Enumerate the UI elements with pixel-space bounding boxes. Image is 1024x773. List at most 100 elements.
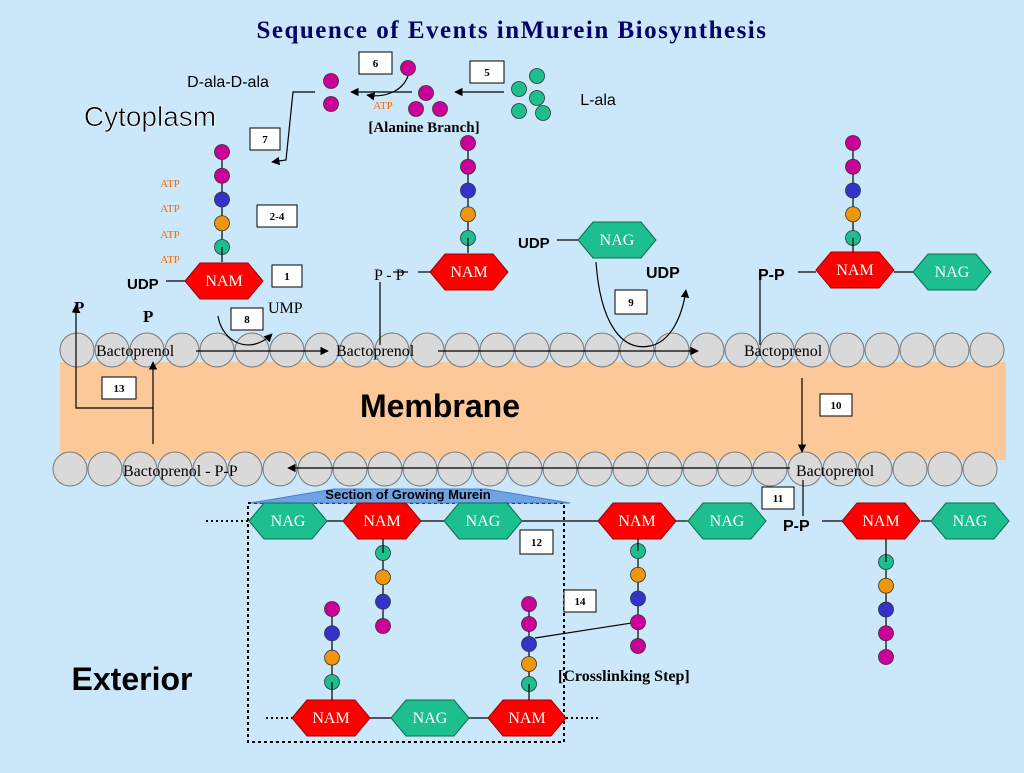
membrane-bead (934, 332, 970, 368)
membrane-bead (619, 332, 655, 368)
magenta-amino-acid (408, 101, 424, 117)
nag-hexagon (577, 221, 657, 259)
magenta-amino-acid (324, 601, 340, 617)
membrane-bead (759, 332, 795, 368)
step-box (469, 60, 505, 84)
membrane-bead (367, 451, 403, 487)
nam-label: NAM (862, 513, 899, 530)
step-number: 1 (284, 271, 290, 283)
teal-amino-acid (529, 68, 545, 84)
step-number: 14 (575, 596, 587, 608)
nam-label: NAM (618, 513, 655, 530)
membrane-bead (157, 451, 193, 487)
magenta-amino-acid (418, 85, 434, 101)
atp-label: ATP (160, 178, 180, 190)
nam-hexagon (291, 699, 371, 737)
nam-hexagon (841, 502, 921, 540)
orange-amino-acid (375, 569, 391, 586)
blue-amino-acid (324, 625, 340, 642)
atp-label: ATP (160, 203, 180, 215)
step-number: 13 (114, 383, 126, 395)
bactoprenol-label: Bactoprenol (796, 463, 875, 480)
membrane-bead (829, 332, 865, 368)
step-box (230, 307, 264, 331)
orange-amino-acid (878, 577, 894, 594)
atp-alanine-label: ATP (373, 100, 393, 112)
orange-amino-acid (214, 215, 230, 232)
step-number: 9 (628, 297, 634, 309)
nag-label: NAG (935, 264, 970, 281)
membrane-bead (507, 451, 543, 487)
membrane-bead (577, 451, 613, 487)
magenta-amino-acid (375, 618, 391, 634)
nag-hexagon (912, 253, 992, 291)
membrane-bead (724, 332, 760, 368)
nam-hexagon (342, 502, 422, 540)
membrane-bead (472, 451, 508, 487)
magenta-amino-acid (878, 649, 894, 665)
blue-amino-acid (878, 601, 894, 618)
step-box (563, 589, 597, 613)
udp-label: UDP (127, 276, 159, 293)
step-box (101, 376, 137, 400)
teal-amino-acid (511, 103, 527, 119)
membrane-bead (87, 451, 123, 487)
exterior-label: Exterior (72, 661, 193, 697)
nam-label: NAM (508, 710, 545, 727)
membrane-bead (227, 451, 263, 487)
membrane-bead (297, 451, 333, 487)
step-number: 11 (773, 493, 783, 505)
magenta-amino-acid (460, 158, 476, 175)
nag-hexagon (390, 699, 470, 737)
magenta-amino-acid (214, 144, 230, 160)
nag-label: NAG (710, 513, 745, 530)
magenta-amino-acid (845, 158, 861, 175)
magenta-amino-acid (630, 638, 646, 654)
nam-hexagon (429, 253, 509, 291)
udp-label: UDP (646, 265, 680, 282)
membrane-bead (437, 451, 473, 487)
membrane-bead (514, 332, 550, 368)
membrane-bead (927, 451, 963, 487)
pp-label: P-P (783, 518, 810, 535)
crosslinking-caption: [Crosslinking Step] (558, 668, 690, 685)
d-ala-d-ala-label: D-ala-D-ala (187, 74, 269, 91)
orange-amino-acid (845, 206, 861, 223)
pp-label: P-P (758, 267, 785, 284)
magenta-amino-acid (323, 73, 339, 89)
teal-amino-acid (529, 90, 545, 106)
membrane-bead (864, 332, 900, 368)
peptide-chains (214, 60, 894, 700)
alanine-branch-caption: [Alanine Branch] (368, 120, 479, 136)
blue-amino-acid (845, 182, 861, 199)
membrane-bead (409, 332, 445, 368)
nag-hexagon (443, 502, 523, 540)
nag-label: NAG (271, 513, 306, 530)
growing-murein-label: Section of Growing Murein (325, 487, 490, 502)
step-box (614, 289, 648, 315)
nag-label: NAG (466, 513, 501, 530)
membrane-bead (752, 451, 788, 487)
nag-hexagon (687, 502, 767, 540)
teal-amino-acid (535, 105, 551, 121)
membrane-bead (94, 332, 130, 368)
step-number: 5 (484, 67, 490, 79)
nag-label: NAG (600, 232, 635, 249)
membrane-bead (857, 451, 893, 487)
teal-amino-acid (511, 81, 527, 97)
orange-amino-acid (324, 649, 340, 666)
membrane-bead (304, 332, 340, 368)
membrane-bead (584, 332, 620, 368)
bactoprenol-label: Bactoprenol (744, 343, 823, 360)
membrane-bead (654, 332, 690, 368)
l-ala-label: L-ala (580, 92, 616, 109)
connector-lines (71, 75, 933, 719)
membrane-bead (234, 332, 270, 368)
membrane-bead (192, 451, 228, 487)
step-box (358, 51, 393, 75)
magenta-amino-acid (630, 614, 646, 631)
membrane-bead (892, 451, 928, 487)
magenta-amino-acid (521, 616, 537, 632)
membrane-bead (682, 451, 718, 487)
